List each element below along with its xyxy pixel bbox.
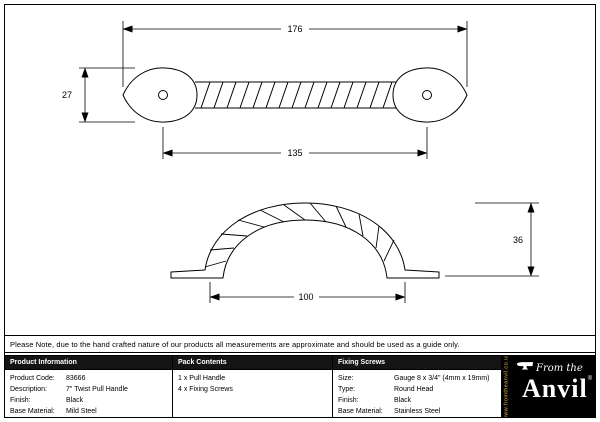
pack-item: 1 x Pull Handle	[178, 375, 226, 382]
row-label: Description:	[10, 386, 47, 393]
row-value: Black	[394, 397, 412, 404]
anvil-icon	[516, 362, 534, 370]
row-value: Gauge 8 x 3/4" (4mm x 19mm)	[394, 375, 490, 382]
bar-twist-texture	[200, 81, 406, 109]
logo-tagline: From the	[536, 363, 583, 374]
table-row: Base Material: Mild Steel	[5, 406, 172, 417]
row-value: Round Head	[394, 386, 434, 393]
row-label: Size:	[338, 375, 354, 382]
left-screw-hole	[158, 90, 168, 100]
dim-label-27: 27	[62, 90, 72, 100]
table-row: Size: Gauge 8 x 3/4" (4mm x 19mm)	[333, 373, 501, 384]
pack-item: 4 x Fixing Screws	[178, 386, 233, 393]
row-value: 7" Twist Pull Handle	[66, 386, 128, 393]
pack-contents-section: Pack Contents 1 x Pull Handle 4 x Fixing…	[173, 356, 333, 417]
row-label: Finish:	[10, 397, 31, 404]
arch-silhouette	[170, 202, 440, 279]
note-text: Please Note, due to the hand crafted nat…	[10, 339, 460, 349]
technical-drawing: 176 27 135 100 36	[62, 21, 539, 303]
top-view-drawing	[122, 67, 468, 123]
brand-text: Anvil	[522, 374, 588, 403]
dim-label-176: 176	[287, 24, 302, 34]
table-row: Base Material: Stainless Steel	[333, 406, 501, 417]
logo-brand-name: Anvil®	[522, 376, 593, 402]
product-information-section: Product Information Product Code: 83666 …	[5, 356, 173, 417]
product-information-rows: Product Code: 83666 Description: 7" Twis…	[5, 370, 172, 417]
row-label: Finish:	[338, 397, 359, 404]
fixing-screws-header: Fixing Screws	[333, 356, 501, 370]
brand-logo: www.fromtheanvil.co.uk From the Anvil®	[502, 356, 595, 417]
table-row: Finish: Black	[5, 395, 172, 406]
table-row: Product Code: 83666	[5, 373, 172, 384]
fixing-screws-section: Fixing Screws Size: Gauge 8 x 3/4" (4mm …	[333, 356, 502, 417]
dim-label-135: 135	[287, 148, 302, 158]
table-row: Finish: Black	[333, 395, 501, 406]
page-frame: 176 27 135 100 36	[4, 4, 596, 418]
row-value: Black	[66, 397, 84, 404]
pack-contents-header: Pack Contents	[173, 356, 332, 370]
table-row: Description: 7" Twist Pull Handle	[5, 384, 172, 395]
table-row: Type: Round Head	[333, 384, 501, 395]
side-view-dimensions	[209, 202, 539, 303]
row-label: Base Material:	[338, 408, 383, 415]
right-screw-hole	[422, 90, 432, 100]
row-label: Type:	[338, 386, 356, 393]
fixing-screws-rows: Size: Gauge 8 x 3/4" (4mm x 19mm) Type: …	[333, 370, 501, 417]
dim-label-36: 36	[513, 235, 523, 245]
side-view-drawing	[170, 202, 440, 279]
dim-label-100: 100	[298, 292, 313, 302]
registered-mark: ®	[587, 376, 594, 382]
row-value: Mild Steel	[66, 408, 97, 415]
note-bar: Please Note, due to the hand crafted nat…	[5, 335, 595, 353]
arch-twist-texture	[204, 202, 395, 268]
top-view-dimensions	[79, 21, 468, 159]
pack-contents-rows: 1 x Pull Handle 4 x Fixing Screws	[173, 370, 332, 395]
row-label: Base Material:	[10, 408, 55, 415]
website-url: www.fromtheanvil.co.uk	[503, 356, 510, 417]
row-value: Stainless Steel	[394, 408, 441, 415]
row-value: 83666	[66, 375, 86, 382]
row-label: Product Code:	[10, 375, 55, 382]
product-information-header: Product Information	[5, 356, 172, 370]
info-table: Product Information Product Code: 83666 …	[5, 355, 595, 417]
